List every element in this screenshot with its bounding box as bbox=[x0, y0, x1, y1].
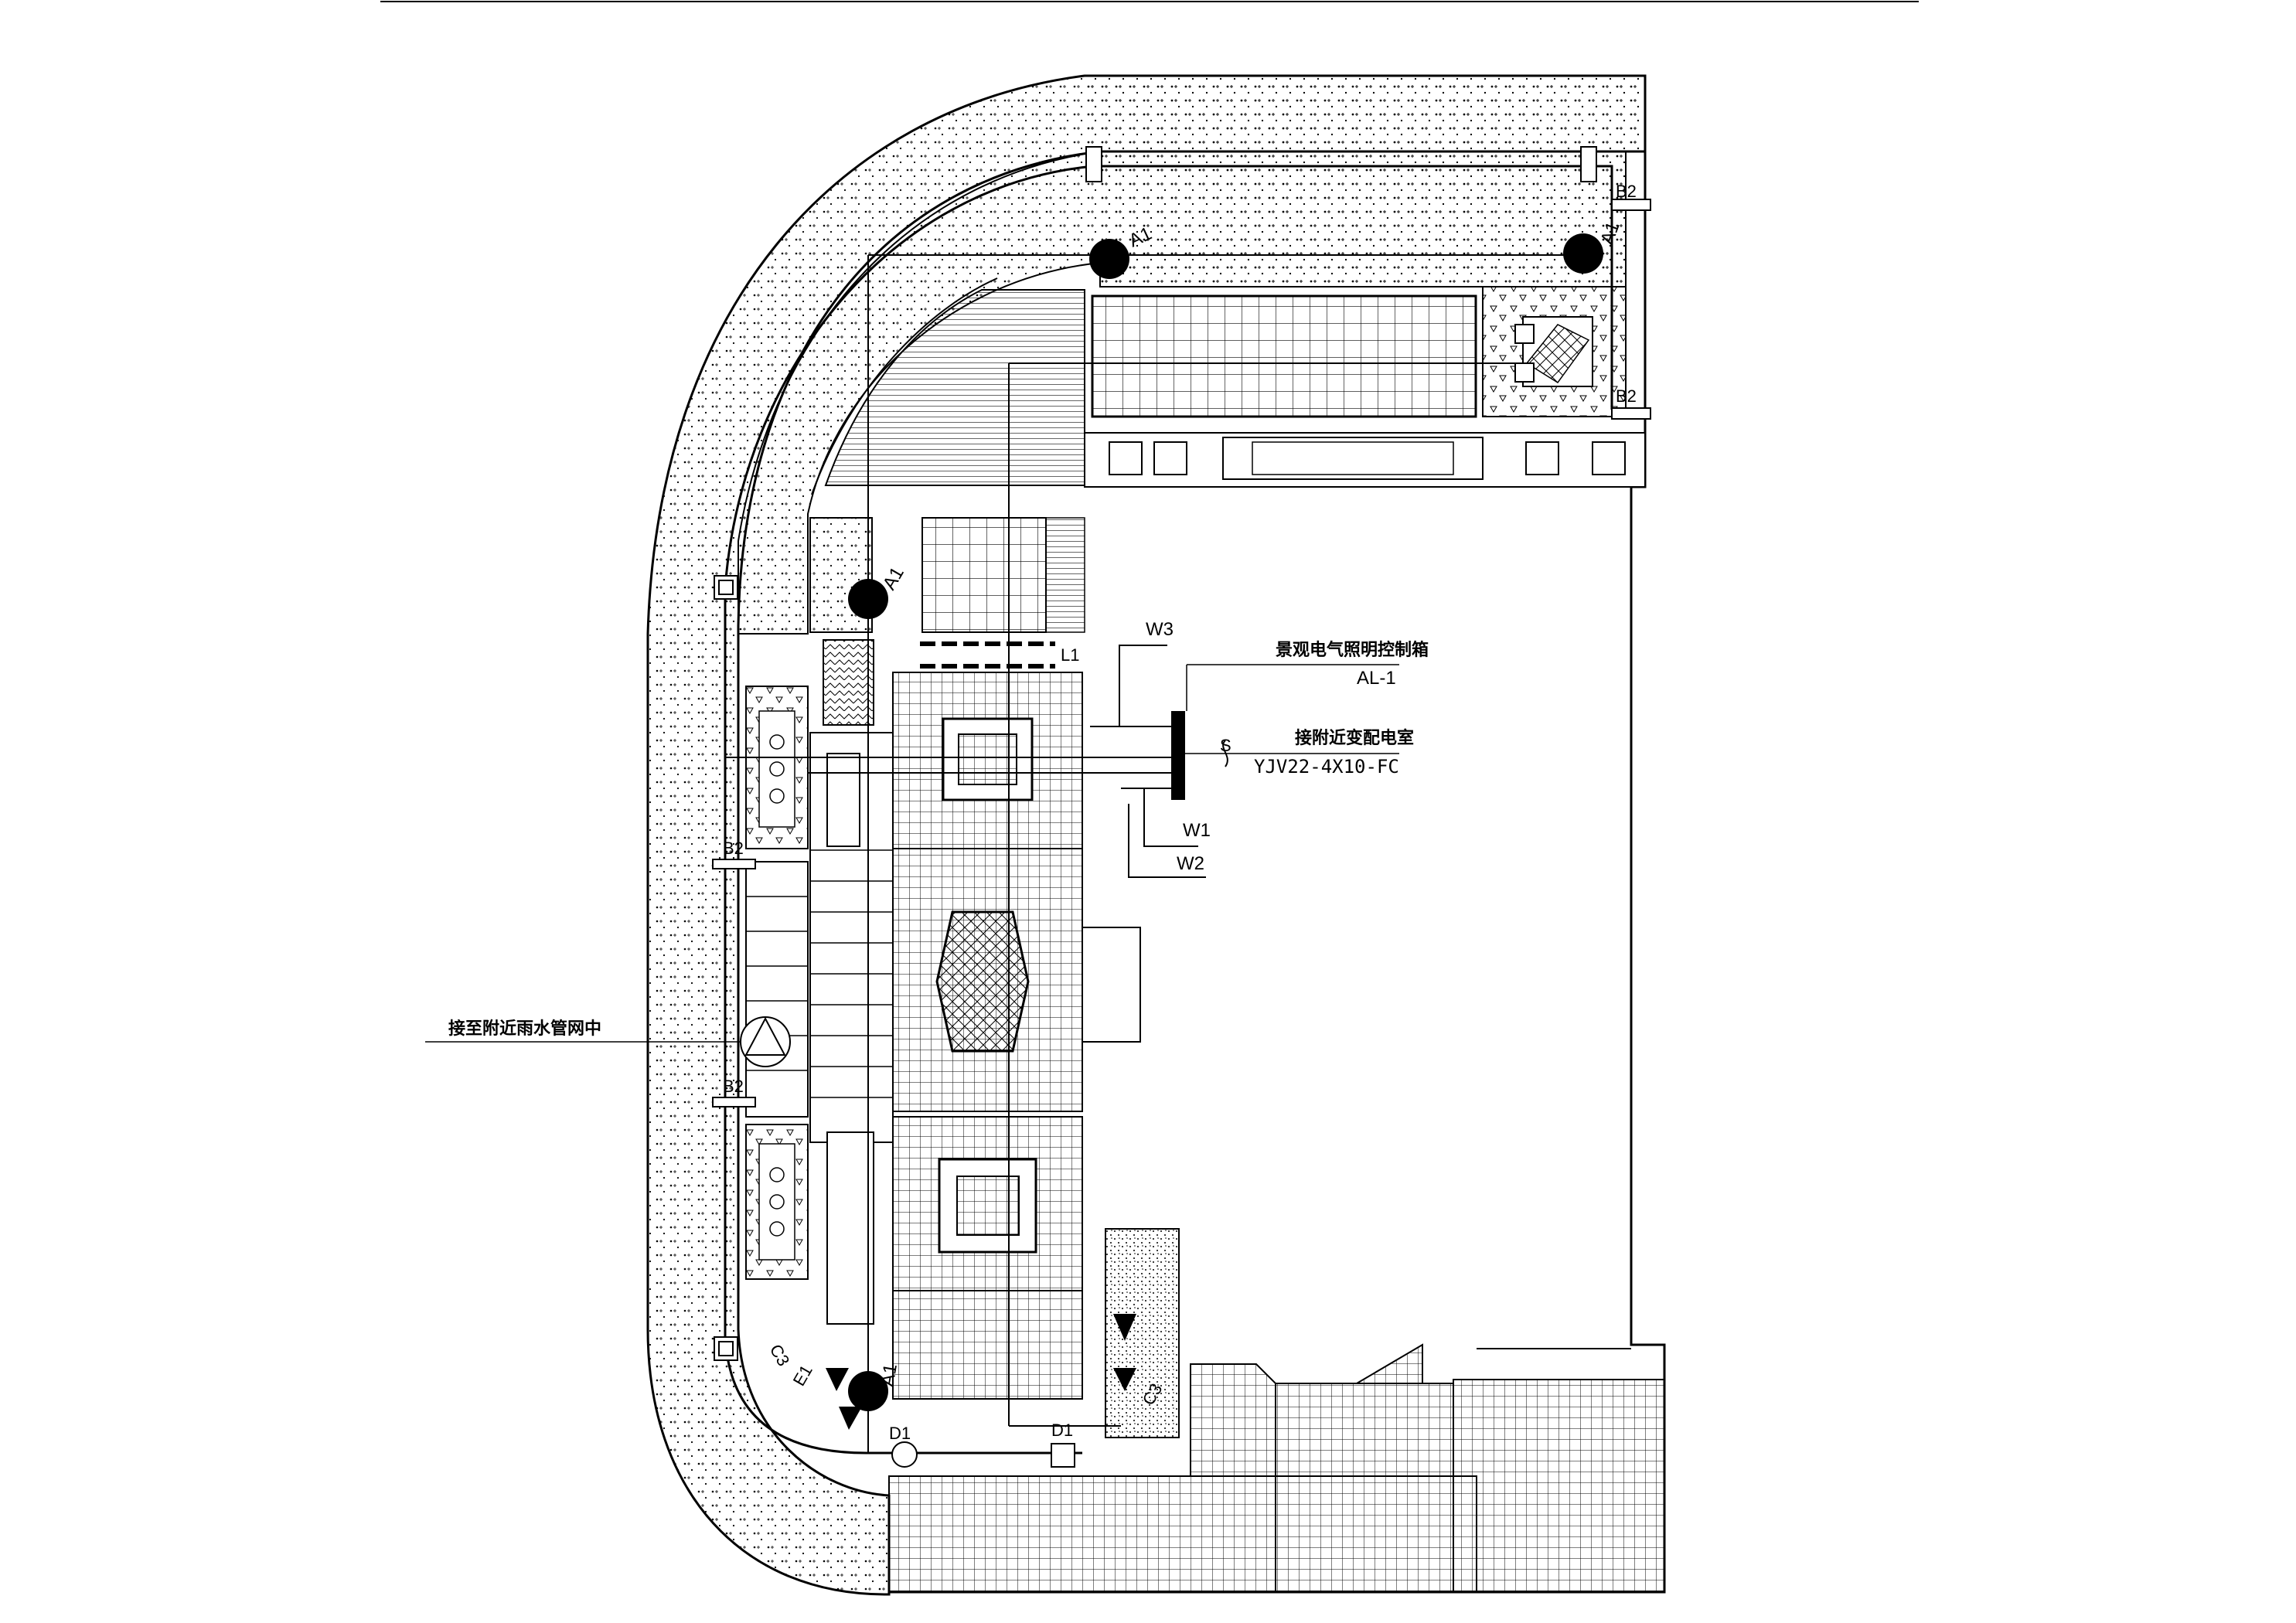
top-planting-strip bbox=[1085, 76, 1645, 151]
label-b2-top-right: B2 bbox=[1616, 182, 1637, 201]
planter-box-4 bbox=[1592, 441, 1626, 475]
luminaire-a1-top-right bbox=[1563, 233, 1603, 274]
planter-box-3 bbox=[1525, 441, 1559, 475]
oval-bottom-dot-3 bbox=[769, 1221, 785, 1237]
top-grid-paving bbox=[1091, 294, 1477, 418]
e1-uplight-left bbox=[826, 1368, 862, 1430]
circuit-verticals bbox=[1008, 362, 1531, 1427]
label-control-box-code: AL-1 bbox=[1357, 668, 1396, 689]
central-diamond bbox=[935, 910, 1030, 1053]
cable-s-mark bbox=[1222, 740, 1228, 767]
label-b2-right: B2 bbox=[1616, 386, 1637, 406]
l1-strip bbox=[920, 641, 1055, 669]
side-bench bbox=[1082, 927, 1141, 1043]
label-w2: W2 bbox=[1177, 853, 1204, 874]
drain-triangle bbox=[744, 1016, 786, 1056]
luminaire-a1-mid-left bbox=[848, 579, 888, 619]
label-drain-note: 接至附近雨水管网中 bbox=[448, 1019, 601, 1039]
outer-planting-band bbox=[646, 74, 1647, 1596]
label-supply-title: 接附近变配电室 bbox=[1295, 728, 1414, 748]
central-paving-end bbox=[892, 1290, 1083, 1400]
oval-top-dot-3 bbox=[769, 788, 785, 804]
planter-box-2 bbox=[1153, 441, 1187, 475]
oval-top-dot-2 bbox=[769, 761, 785, 777]
label-w3: W3 bbox=[1146, 619, 1174, 640]
stair-lines bbox=[810, 849, 893, 1098]
label-cable-s: S bbox=[1220, 736, 1231, 755]
left-grid-block bbox=[921, 517, 1047, 633]
zigzag-block bbox=[823, 639, 874, 726]
label-c3-left: C3 bbox=[766, 1341, 794, 1370]
circuit-loop-outer bbox=[724, 165, 1613, 1455]
label-e1: E1 bbox=[789, 1362, 816, 1390]
bottom-grid-right bbox=[1453, 1379, 1665, 1593]
stepped-block bbox=[745, 861, 809, 1118]
planter-long-inner bbox=[1252, 441, 1454, 475]
oval-bottom-dot-1 bbox=[769, 1167, 785, 1182]
oval-bottom-dot-2 bbox=[769, 1194, 785, 1210]
fan-striped-area bbox=[824, 289, 1085, 486]
planter-box-1 bbox=[1109, 441, 1143, 475]
label-l1: L1 bbox=[1061, 645, 1079, 665]
luminaire-a1-top-left bbox=[1089, 239, 1129, 279]
label-d1-right: D1 bbox=[1051, 1421, 1073, 1440]
stepped-lines bbox=[746, 896, 808, 1071]
e1-uplight-right bbox=[1113, 1314, 1136, 1391]
label-w1: W1 bbox=[1183, 820, 1211, 841]
circuit-w-lines bbox=[725, 645, 1206, 878]
label-supply-cable: YJV22-4X10-FC bbox=[1254, 756, 1399, 777]
secondary-column-slot-1 bbox=[826, 753, 860, 847]
left-hatched-strip bbox=[1045, 517, 1085, 633]
fan-outline-arc bbox=[811, 277, 998, 495]
label-b2-left-upper: B2 bbox=[723, 839, 744, 858]
label-control-box-title: 景观电气照明控制箱 bbox=[1276, 640, 1429, 660]
oval-top-dot-1 bbox=[769, 734, 785, 750]
speckle-strip bbox=[1105, 1228, 1180, 1438]
fixture-b2-group bbox=[712, 146, 1651, 1468]
secondary-column-slot-2 bbox=[826, 1131, 874, 1325]
control-box bbox=[1171, 711, 1185, 800]
label-d1-left: D1 bbox=[889, 1424, 911, 1443]
label-b2-left-lower: B2 bbox=[723, 1077, 744, 1096]
drain-circle bbox=[740, 1016, 791, 1067]
inner-planting-sweep bbox=[738, 151, 1627, 635]
luminaire-a1-bottom-left bbox=[848, 1371, 888, 1411]
label-a1-bottom-left: A1 bbox=[877, 1362, 901, 1388]
top-right-diamond bbox=[1525, 324, 1590, 384]
central-square-1-inner bbox=[958, 733, 1017, 785]
bottom-grid-mid bbox=[1275, 1383, 1454, 1593]
